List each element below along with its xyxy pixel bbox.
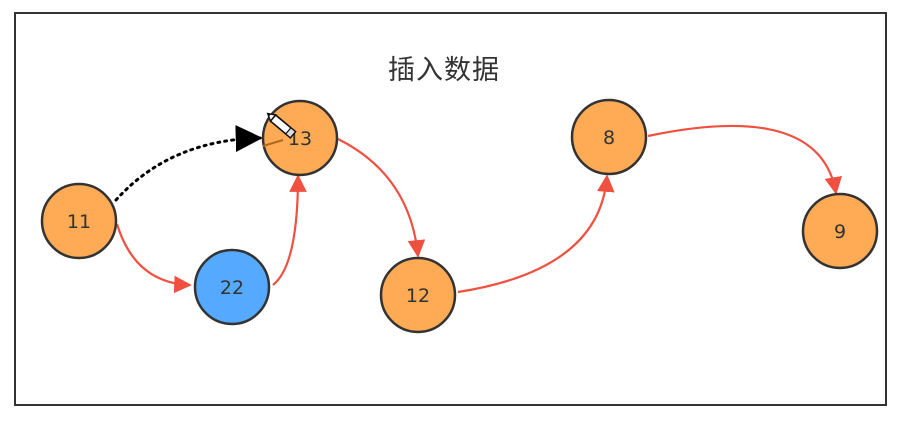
link-n11-n22 — [115, 223, 192, 294]
link-n8-n9 — [647, 124, 842, 195]
node-label: 8 — [603, 127, 615, 149]
node-12: 12 — [379, 256, 457, 334]
node-22: 22 — [193, 248, 271, 326]
link-n12-n8 — [457, 174, 615, 294]
node-11: 11 — [40, 182, 118, 260]
node-circle — [193, 248, 271, 326]
diagram-title: 插入数据 — [388, 55, 500, 86]
node-circle — [379, 256, 457, 334]
nodes-layer: 11 22 13 12 8 9 — [40, 98, 879, 334]
node-circle — [40, 182, 118, 260]
pencil-cursor-icon — [262, 112, 297, 147]
node-circle — [570, 98, 648, 176]
links-layer — [114, 124, 842, 294]
node-circle — [801, 192, 879, 270]
node-8: 8 — [570, 98, 648, 176]
node-label: 22 — [220, 277, 244, 299]
node-9: 9 — [801, 192, 879, 270]
diagram-frame: 插入数据 — [14, 12, 887, 406]
link-n22-n13 — [272, 174, 307, 286]
node-label: 11 — [67, 211, 91, 233]
link-n11-n13-pending — [114, 125, 263, 202]
node-label: 12 — [406, 285, 430, 307]
node-13: 13 — [261, 99, 339, 177]
node-label: 9 — [834, 221, 846, 243]
link-n13-n12 — [337, 138, 426, 258]
